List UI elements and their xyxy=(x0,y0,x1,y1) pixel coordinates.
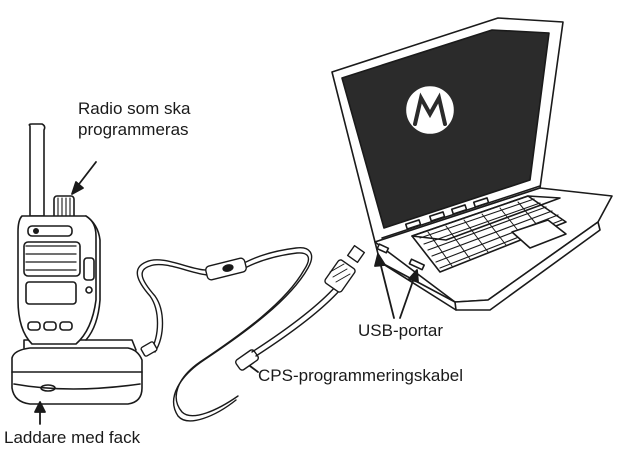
laptop-screen xyxy=(341,29,550,229)
usb-port-2 xyxy=(408,258,425,271)
arrow-usb-2 xyxy=(399,277,415,319)
radio-label-line1: Radio som ska xyxy=(78,99,191,118)
cps-cable-label: CPS-programmeringskabel xyxy=(258,366,464,385)
charger-base xyxy=(11,339,143,405)
arrow-cable xyxy=(249,365,259,373)
radio xyxy=(17,123,101,345)
laptop-touchpad xyxy=(511,219,567,249)
arrows xyxy=(34,161,419,425)
motorola-logo-icon xyxy=(406,86,454,134)
cps-cable xyxy=(136,244,366,422)
radio-label: Radio som ska programmeras xyxy=(78,98,190,140)
arrow-usb-1 xyxy=(379,261,395,319)
radio-label-line2: programmeras xyxy=(78,120,189,139)
laptop xyxy=(331,17,613,311)
arrow-radio xyxy=(75,161,97,189)
charger-label: Laddare med fack xyxy=(4,428,141,447)
usb-port-1 xyxy=(376,243,390,254)
usb-ports-label: USB-portar xyxy=(358,321,444,340)
